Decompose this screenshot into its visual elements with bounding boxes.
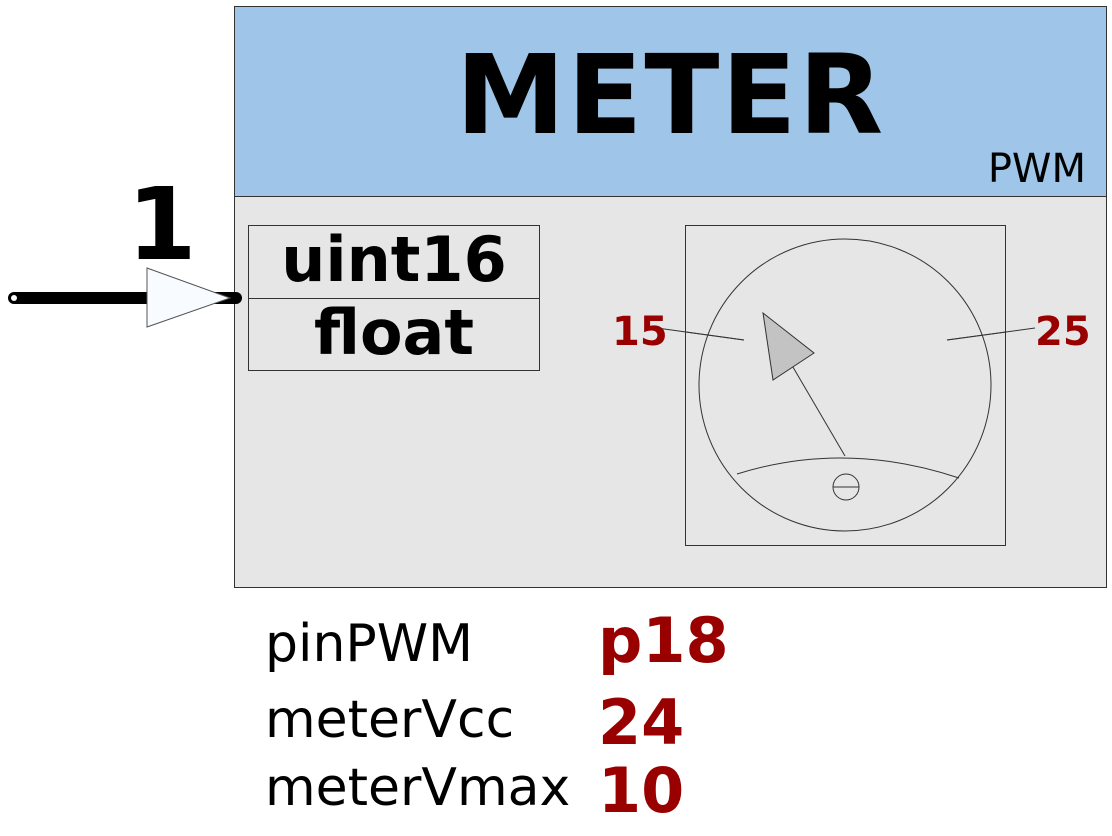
block-title: METER [455, 31, 886, 159]
block-subtitle: PWM [987, 146, 1086, 192]
meter-gauge-icon [685, 225, 1007, 546]
parameter-value[interactable]: 24 [598, 686, 685, 759]
input-type-secondary: float [313, 296, 475, 369]
input-pin-number: 1 [127, 166, 197, 283]
parameter-value[interactable]: 10 [598, 754, 685, 827]
input-type-box: uint16 float [248, 225, 540, 371]
parameter-value[interactable]: p18 [598, 604, 729, 677]
input-arrow-icon[interactable] [0, 260, 245, 340]
input-type-primary: uint16 [249, 226, 539, 299]
parameter-name: meterVmax [265, 758, 571, 818]
parameter-name: pinPWM [265, 614, 474, 674]
block-header: METER PWM [235, 7, 1106, 197]
parameter-name: meterVcc [265, 690, 515, 750]
